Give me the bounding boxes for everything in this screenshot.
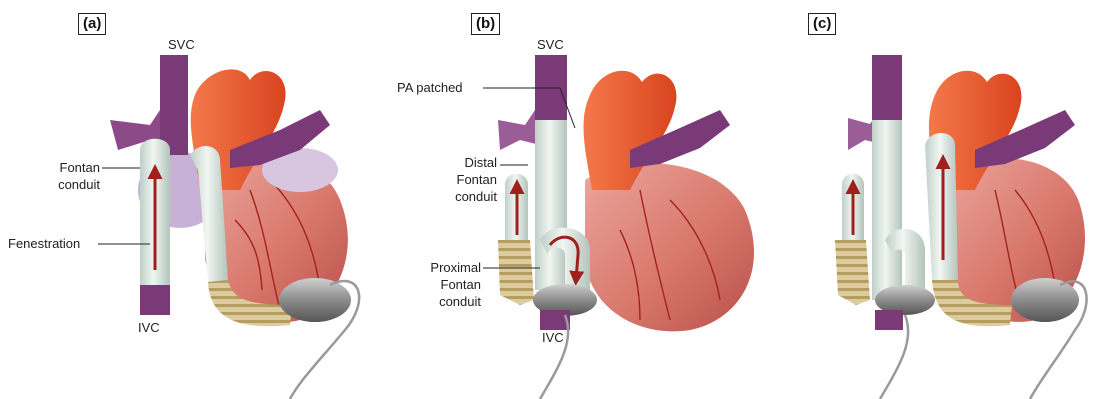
panel-c-central-conduit — [872, 120, 902, 300]
panel-b-proximal-line3: conduit — [405, 294, 481, 310]
panel-b-proximal-line2: Fontan — [405, 277, 481, 293]
panel-a-fontan-label-line1: Fontan — [38, 160, 100, 176]
panel-b-proximal-line1: Proximal — [405, 260, 481, 276]
panel-a-ivc-label: IVC — [138, 320, 160, 336]
panel-a-illustration — [110, 55, 359, 399]
panel-a-fenestration-label: Fenestration — [8, 236, 80, 252]
panel-c-pump-right — [1011, 278, 1079, 322]
panel-a-svc — [160, 55, 188, 155]
panel-a-pump — [279, 278, 351, 322]
panel-b-ivc-label: IVC — [542, 330, 564, 346]
panel-c-illustration — [835, 55, 1087, 399]
panel-b-svc-label: SVC — [537, 37, 564, 53]
panel-a-ivc — [140, 285, 170, 315]
panel-b-pa-patched-label: PA patched — [397, 80, 463, 96]
panel-b-svc — [535, 55, 567, 125]
panel-c-svc — [872, 55, 902, 125]
panel-b-distal-line3: conduit — [425, 189, 497, 205]
panel-b-distal-line1: Distal — [425, 155, 497, 171]
panel-b-distal-conduit — [535, 120, 567, 290]
panel-c-tag: (c) — [808, 13, 836, 35]
panel-a-svc-label: SVC — [168, 37, 195, 53]
panel-a-fontan-label-line2: conduit — [38, 177, 100, 193]
panel-b-distal-line2: Fontan — [425, 172, 497, 188]
panel-c-ivc — [875, 310, 903, 330]
panel-b-tag: (b) — [471, 13, 500, 35]
panel-a-tag: (a) — [78, 13, 106, 35]
panel-b-illustration — [498, 55, 754, 399]
